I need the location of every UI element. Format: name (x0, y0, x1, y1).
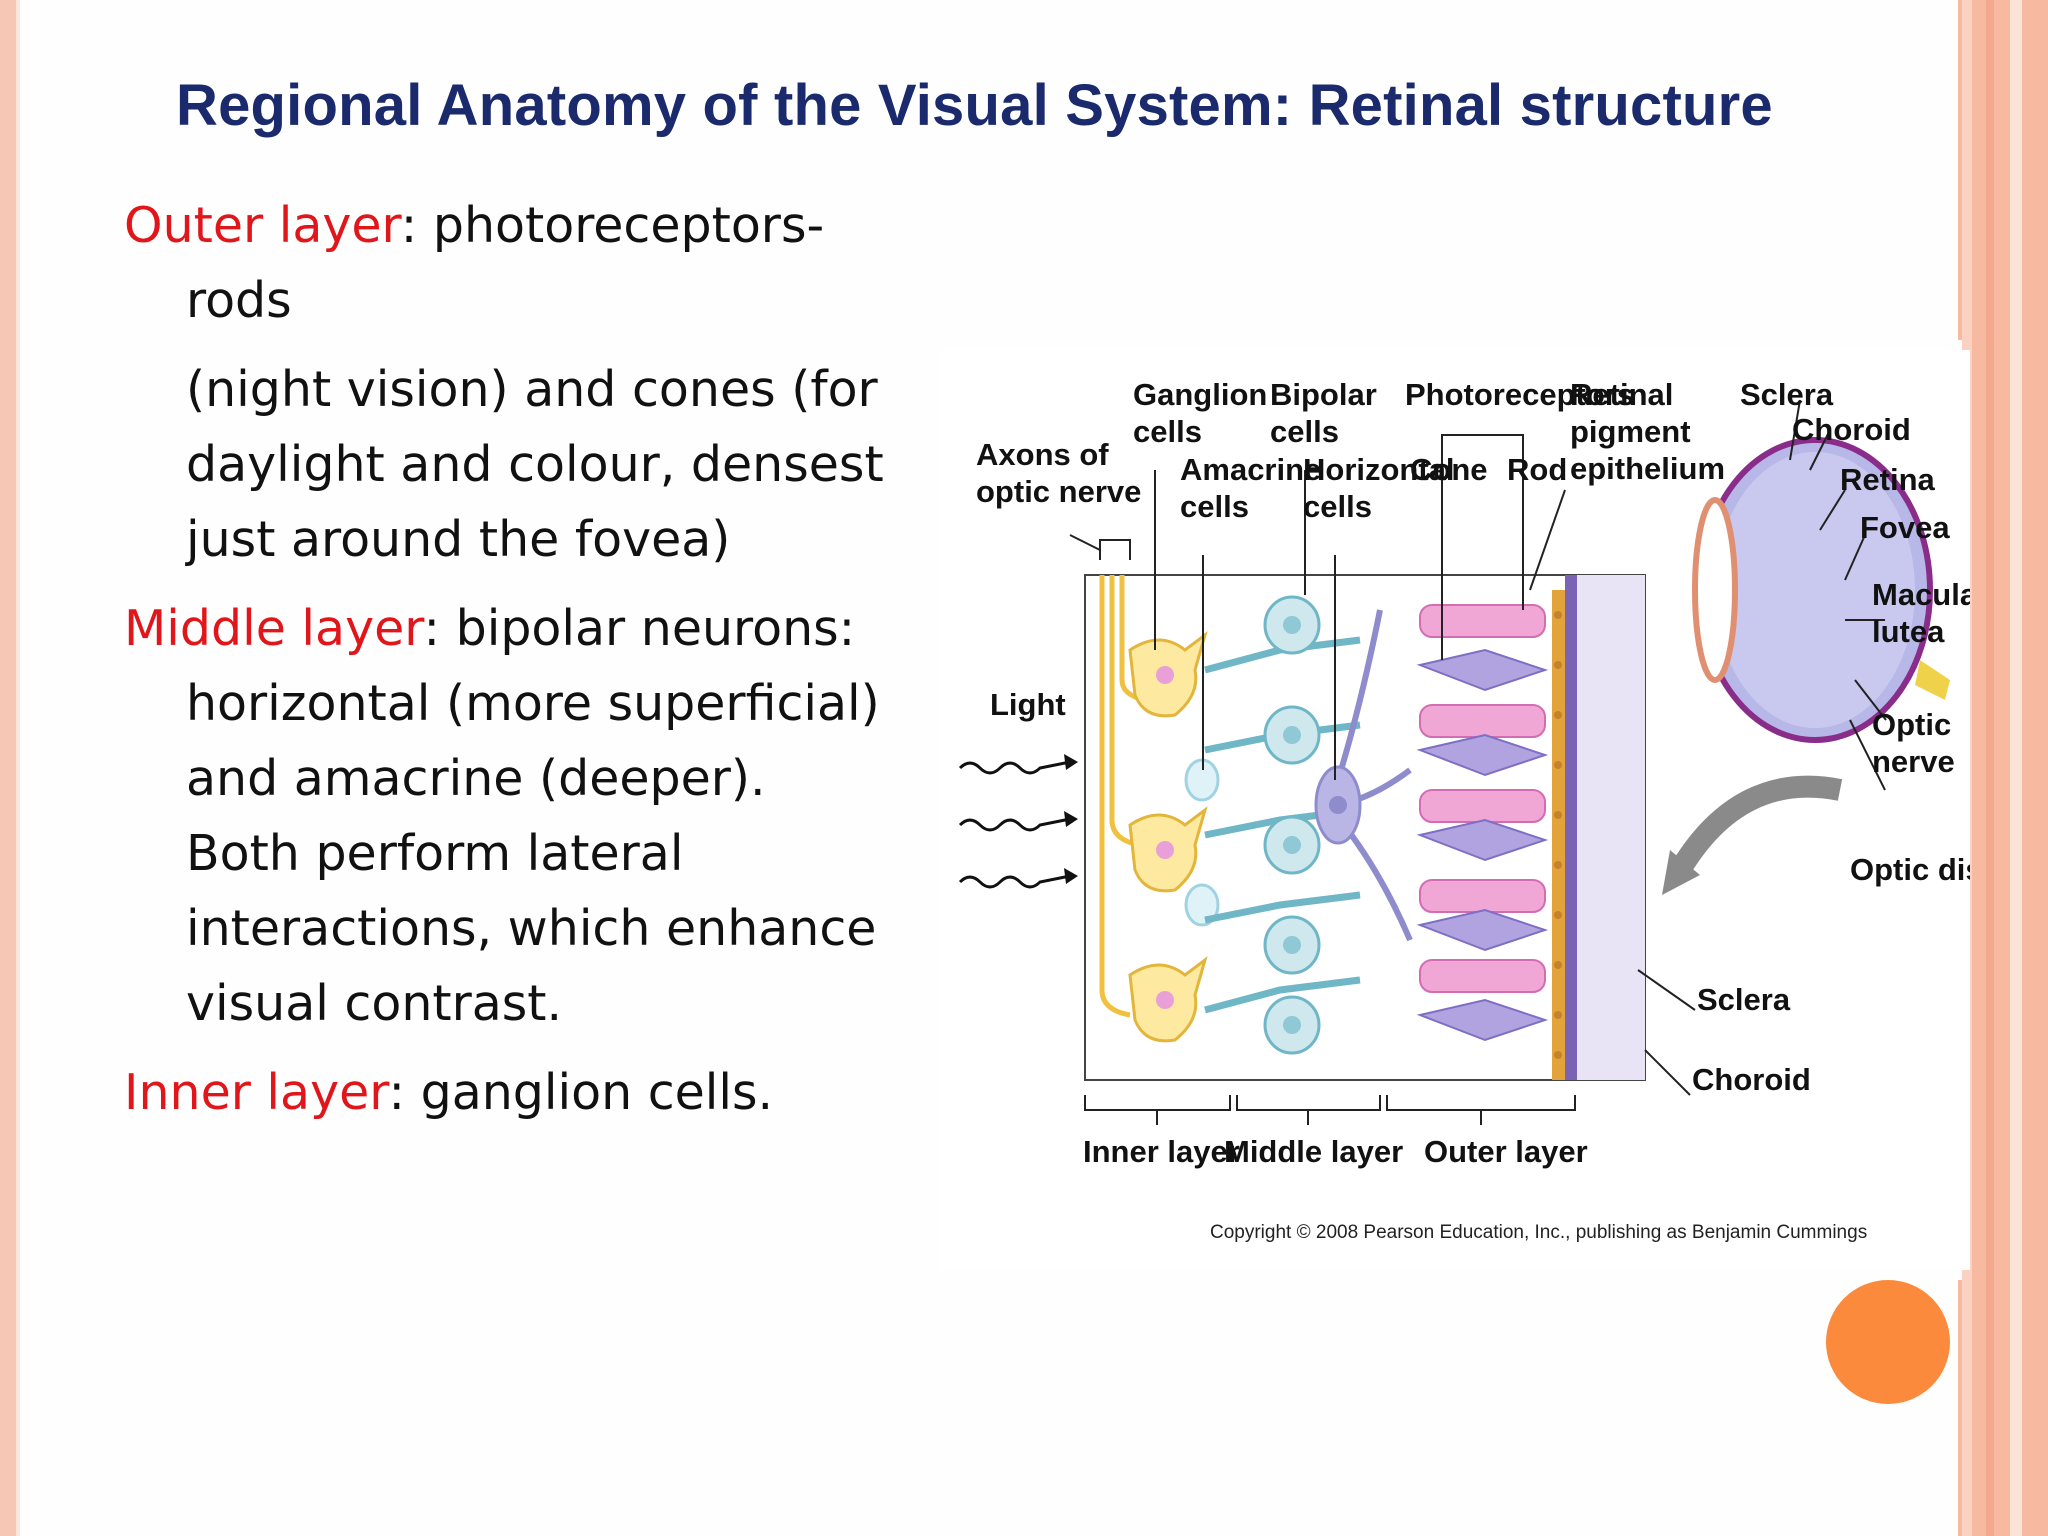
eyeball-illustration (1692, 437, 1950, 743)
outer-layer-term: Outer layer (124, 197, 401, 254)
label-macula-1: Macula (1872, 577, 1970, 612)
zoom-arrow (1670, 775, 1843, 876)
inner-layer-term: Inner layer (124, 1064, 389, 1121)
choroid-band (1565, 575, 1577, 1080)
label-bipolar-2: cells (1270, 414, 1339, 449)
label-rpe-3: epithelium (1570, 451, 1725, 486)
left-border-stripe (0, 0, 16, 1536)
label-sclera: Sclera (1697, 982, 1791, 1017)
label-bipolar-1: Bipolar (1270, 377, 1377, 412)
figure-copyright: Copyright © 2008 Pearson Education, Inc.… (1210, 1222, 1867, 1243)
label-rpe-1: Retinal (1570, 377, 1673, 412)
light-arrows (958, 760, 1071, 889)
outer-layer-text: : photoreceptors-rods (186, 197, 825, 329)
label-choroid: Choroid (1692, 1062, 1811, 1097)
leader-lines (1069, 399, 1887, 1125)
middle-layer-text: : bipolar neurons: horizontal (more supe… (186, 600, 880, 1032)
label-amacrine-2: cells (1180, 489, 1249, 524)
label-choroid-top: Choroid (1792, 412, 1911, 447)
label-ganglion-2: cells (1133, 414, 1202, 449)
left-border-highlight (16, 0, 20, 1536)
label-amacrine-1: Amacrine (1180, 452, 1321, 487)
photoreceptors (1416, 604, 1549, 1042)
label-rpe-2: pigment (1570, 414, 1691, 449)
sclera-band (1577, 575, 1645, 1080)
outer-layer-paragraph: Outer layer: photoreceptors-rods (124, 188, 884, 338)
pigment-epithelium-cells (1552, 590, 1565, 1080)
slide-body: Outer layer: photoreceptors-rods (night … (124, 188, 884, 1144)
label-optic-nerve-2: nerve (1872, 744, 1955, 779)
label-light: Light (990, 687, 1066, 722)
label-outer-layer: Outer layer (1424, 1134, 1588, 1169)
label-optic-disk: Optic disk (1850, 852, 1970, 887)
label-rod: Rod (1507, 452, 1567, 487)
horizontal-cell (1314, 609, 1413, 942)
retina-diagram: Axons of optic nerve Ganglion cells Bipo… (940, 350, 1970, 1270)
label-horizontal-2: cells (1303, 489, 1372, 524)
label-optic-nerve-1: Optic (1872, 707, 1951, 742)
ganglion-cells (1128, 631, 1208, 1043)
inner-layer-text: : ganglion cells. (388, 1064, 774, 1121)
label-macula-2: lutea (1872, 614, 1945, 649)
label-axons-2: optic nerve (976, 474, 1141, 509)
slide-title: Regional Anatomy of the Visual System: R… (176, 73, 1773, 138)
label-fovea: Fovea (1860, 510, 1950, 545)
label-sclera-top: Sclera (1740, 377, 1834, 412)
label-ganglion-1: Ganglion (1133, 377, 1267, 412)
label-photoreceptors: Photoreceptors (1405, 377, 1634, 412)
label-cone: Cone (1410, 452, 1488, 487)
label-inner-layer: Inner layer (1083, 1134, 1240, 1169)
label-horizontal-1: Horizontal (1303, 452, 1455, 487)
decorative-orange-circle (1826, 1280, 1950, 1404)
bipolar-cells (1204, 595, 1361, 1055)
middle-layer-paragraph: Middle layer: bipolar neurons: horizonta… (124, 591, 884, 1041)
middle-layer-term: Middle layer (124, 600, 424, 657)
label-middle-layer: Middle layer (1224, 1134, 1403, 1169)
amacrine-cells (1184, 758, 1220, 927)
outer-layer-continuation: (night vision) and cones (for daylight a… (186, 361, 884, 568)
label-axons-1: Axons of (976, 437, 1109, 472)
right-border-band (1962, 0, 2048, 1536)
label-retina: Retina (1840, 462, 1936, 497)
inner-layer-paragraph: Inner layer: ganglion cells. (124, 1055, 884, 1130)
